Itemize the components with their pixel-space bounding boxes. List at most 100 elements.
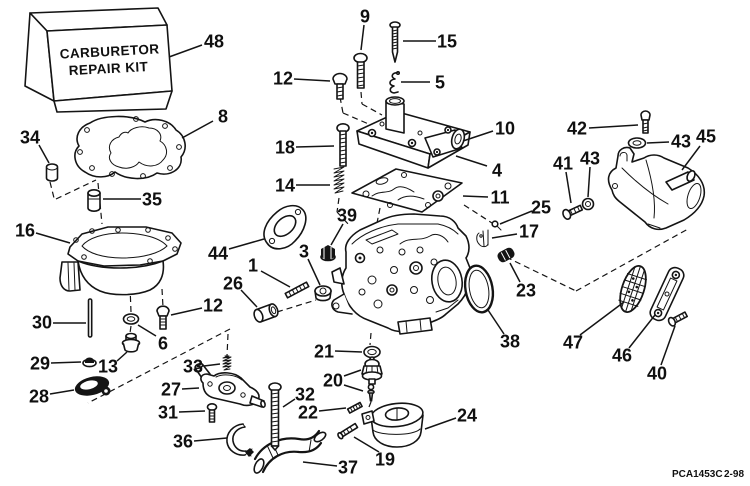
leader-line-10 <box>462 130 494 142</box>
callout-30: 30 <box>32 313 52 333</box>
leader-line-43 <box>646 141 670 144</box>
part-32-long-screw <box>268 382 282 451</box>
leader-line-47 <box>579 301 625 336</box>
callout-43: 43 <box>580 149 600 169</box>
part-21-o-ring <box>363 345 381 359</box>
leader-line-29 <box>50 361 82 364</box>
leader-line-26 <box>240 289 258 308</box>
part-24-float <box>361 402 424 448</box>
callout-11: 11 <box>490 188 509 208</box>
callout-12: 12 <box>273 69 293 89</box>
part-6-o-ring <box>122 313 140 325</box>
leader-line-12 <box>170 307 203 316</box>
callout-13: 13 <box>98 357 118 377</box>
leader-line-1 <box>260 270 291 288</box>
part-41-screw <box>562 204 584 220</box>
kit-box-label-line1: CARBURETOR <box>59 41 159 61</box>
leader-line-22 <box>318 407 347 412</box>
part-46-retainer-plate <box>649 266 685 322</box>
part-18-screw <box>336 123 350 167</box>
part-28-gasket <box>74 376 111 396</box>
part-25-screw <box>491 220 502 231</box>
part-14-spring <box>333 166 345 194</box>
leader-line-17 <box>491 233 518 239</box>
part-20-needle <box>367 383 375 402</box>
leader-line-31 <box>178 410 206 413</box>
callout-26: 26 <box>223 274 243 294</box>
leader-line-46 <box>628 314 656 349</box>
leader-line-25 <box>499 210 533 225</box>
leader-line-16 <box>35 232 71 244</box>
callout-4: 4 <box>492 161 502 181</box>
part-31-screw <box>206 402 218 423</box>
callout-5: 5 <box>435 73 445 93</box>
callout-43: 43 <box>671 132 691 152</box>
leader-line-43 <box>587 166 591 198</box>
leader-line-40 <box>660 325 676 366</box>
callout-18: 18 <box>275 138 295 158</box>
callout-39: 39 <box>337 206 357 226</box>
part-29-nut <box>82 357 97 368</box>
part-4-carburetor-cover <box>356 96 471 169</box>
leader-line-8 <box>181 120 214 139</box>
footer-part-code: PCA1453C <box>672 469 723 480</box>
part-44-flange-gasket <box>263 204 307 250</box>
leader-line-37 <box>302 461 338 467</box>
leader-line-3 <box>307 258 321 286</box>
assembly-dash-lines <box>49 91 689 408</box>
callout-35: 35 <box>142 190 162 210</box>
leader-line-48 <box>168 44 203 58</box>
callout-8: 8 <box>218 107 228 127</box>
leader-line-27 <box>181 387 200 390</box>
part-3-nut <box>314 285 332 302</box>
callout-28: 28 <box>29 387 49 407</box>
leader-line-9 <box>360 24 365 51</box>
callout-24: 24 <box>457 406 477 426</box>
part-1-pin <box>284 281 310 299</box>
callout-22: 22 <box>298 403 318 423</box>
part-36-clamp <box>226 423 254 457</box>
callout-12: 12 <box>203 296 223 316</box>
part-23-cap <box>497 247 515 263</box>
callout-19: 19 <box>375 450 395 470</box>
callout-10: 10 <box>495 119 515 139</box>
part-26-bushing <box>253 303 279 323</box>
callout-layer: 4883435164430292813612332731362613391418… <box>15 7 716 478</box>
callout-21: 21 <box>314 342 334 362</box>
leader-line-45 <box>681 145 701 171</box>
leader-line-41 <box>565 171 572 204</box>
callout-20: 20 <box>323 371 343 391</box>
part-20-needle-seat <box>361 356 383 385</box>
footer-date-code: 2-98 <box>724 469 744 480</box>
part-47-filter-screen <box>618 265 648 313</box>
part-43-washer-left <box>581 197 595 211</box>
callout-9: 9 <box>360 7 370 27</box>
callout-34: 34 <box>20 128 40 148</box>
callout-23: 23 <box>516 281 536 301</box>
leader-line-23 <box>509 262 521 283</box>
callout-25: 25 <box>531 198 551 218</box>
part-37-hose <box>253 429 327 474</box>
part-30-rod <box>87 298 93 338</box>
callout-36: 36 <box>173 432 193 452</box>
leader-line-33 <box>203 363 221 367</box>
callout-1: 1 <box>248 256 258 276</box>
leader-line-20 <box>343 384 364 392</box>
part-5-clip <box>389 71 400 94</box>
part-39-nut <box>320 245 336 262</box>
callout-42: 42 <box>567 119 587 139</box>
callout-6: 6 <box>158 334 168 354</box>
leader-line-18 <box>295 145 335 148</box>
part-17-clip <box>476 229 489 248</box>
callout-48: 48 <box>204 32 224 52</box>
part-27-fuel-pump <box>194 362 266 408</box>
leader-line-44 <box>228 238 265 250</box>
part-19-pin <box>337 422 359 440</box>
leader-line-13 <box>116 351 128 362</box>
leader-line-6 <box>137 324 157 337</box>
leader-line-19 <box>353 436 380 453</box>
callout-31: 31 <box>158 403 178 423</box>
part-48-repair-kit-box: CARBURETOR REPAIR KIT <box>24 7 173 113</box>
part-43-washer-right <box>627 137 647 149</box>
leader-line-4 <box>455 155 488 167</box>
